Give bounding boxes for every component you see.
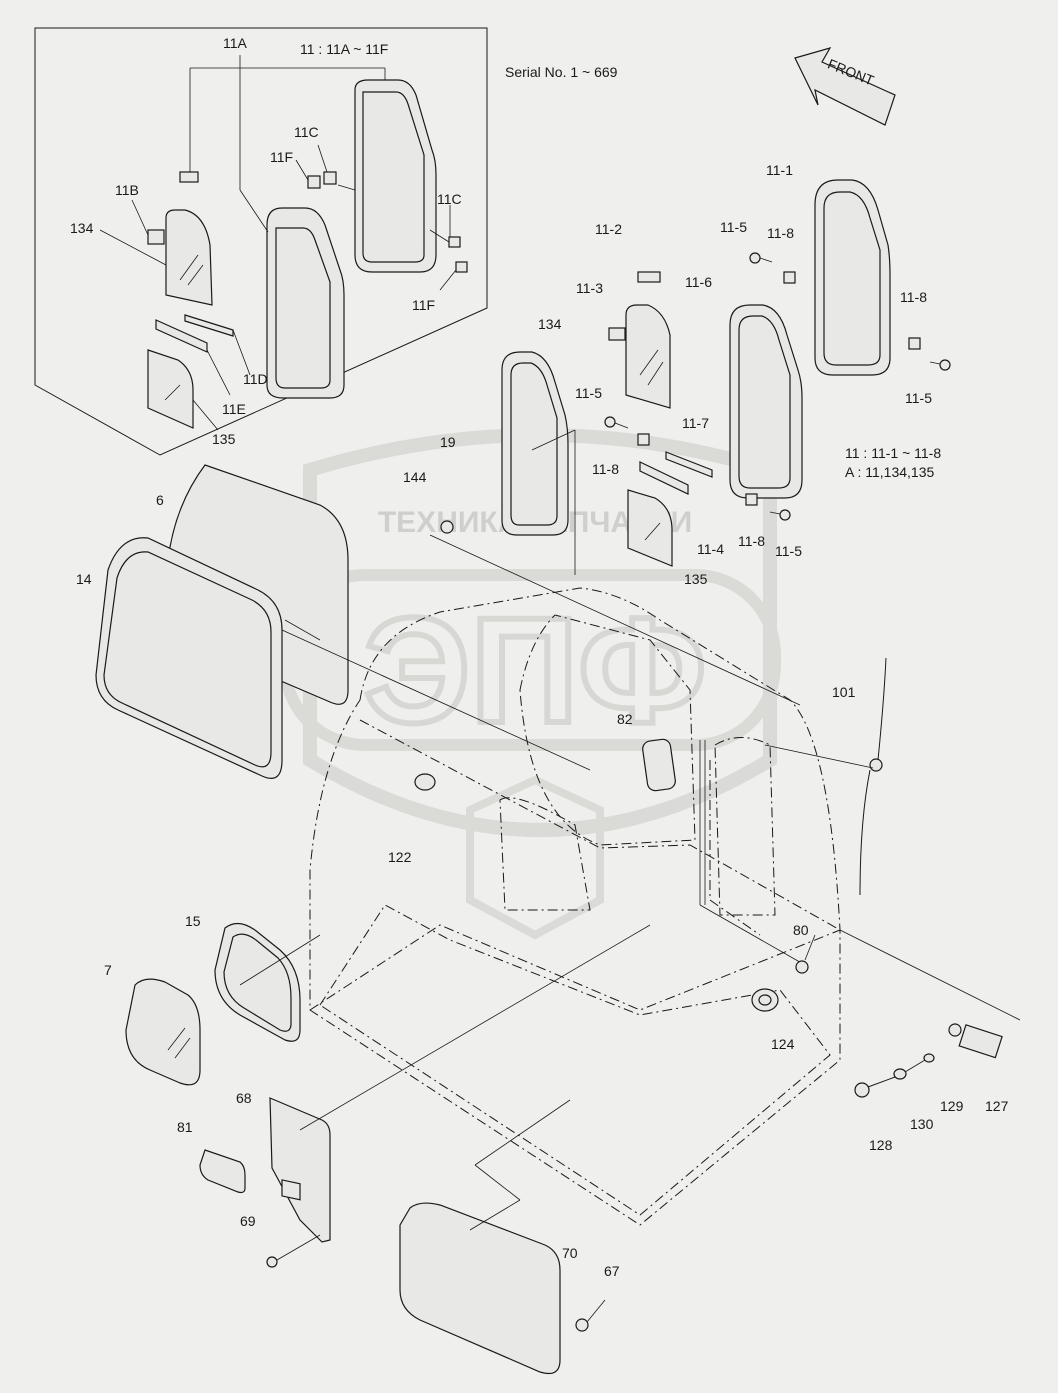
label-14: 14	[76, 571, 92, 587]
label-135-inset: 135	[212, 431, 236, 447]
label-129: 129	[940, 1098, 964, 1114]
serial-note: Serial No. 1 ~ 669	[505, 64, 618, 80]
label-144: 144	[403, 469, 427, 485]
label-range-inset: 11 : 11A ~ 11F	[300, 41, 388, 57]
cab-frame	[309, 587, 841, 1226]
label-11-5-a: 11-5	[720, 219, 747, 235]
label-11B: 11B	[115, 182, 139, 198]
set-note-line1: 11 : 11-1 ~ 11-8	[845, 445, 941, 461]
glass-134-main	[625, 304, 671, 409]
clip-11-3	[608, 327, 626, 341]
antenna-101	[764, 657, 887, 896]
set-note-line2: A : 11,134,135	[845, 464, 934, 480]
strip-11D-11E	[155, 314, 234, 353]
label-11F-2: 11F	[412, 297, 435, 313]
label-11-8-c: 11-8	[592, 461, 619, 477]
screw-11-5-parts	[604, 252, 951, 521]
label-11-3: 11-3	[576, 280, 603, 296]
label-19: 19	[440, 434, 456, 450]
label-122: 122	[388, 849, 412, 865]
label-6: 6	[156, 492, 164, 508]
inset-leaders	[99, 55, 457, 431]
label-68: 68	[236, 1090, 252, 1106]
label-11D: 11D	[243, 371, 268, 387]
window-frame-11D-small	[266, 207, 345, 399]
front-arrow: FRONT	[794, 47, 896, 126]
label-11-5-b: 11-5	[575, 385, 602, 401]
frame-14	[95, 537, 591, 779]
window-frame-19	[501, 351, 576, 575]
label-11-8-a: 11-8	[767, 225, 794, 241]
window-frame-15	[214, 922, 321, 1042]
window-frame-11-1	[814, 179, 891, 376]
seal-11C-11F-blocks	[307, 171, 468, 273]
glass-135-inset	[147, 349, 194, 429]
part-80	[795, 934, 816, 974]
label-70: 70	[562, 1245, 578, 1261]
glass-135-main	[627, 489, 673, 567]
label-11-8-b: 11-8	[900, 289, 927, 305]
seal-11-8-blocks	[637, 271, 921, 506]
bolt-128-washers	[854, 1053, 935, 1098]
label-82: 82	[617, 711, 633, 727]
label-69: 69	[240, 1213, 256, 1229]
label-134-main: 134	[538, 316, 562, 332]
label-67: 67	[604, 1263, 620, 1279]
cover-68	[269, 924, 651, 1243]
part-69	[266, 1234, 321, 1268]
callout-labels: 11 : 11A ~ 11F Serial No. 1 ~ 669 11A 11…	[70, 35, 1009, 1279]
label-134-inset: 134	[70, 220, 94, 236]
label-11-2: 11-2	[595, 221, 622, 237]
label-11-1: 11-1	[766, 162, 793, 178]
part-122	[414, 773, 436, 791]
label-11C-1: 11C	[294, 124, 319, 140]
label-130: 130	[910, 1116, 934, 1132]
label-11-5-c: 11-5	[905, 390, 932, 406]
window-frame-11-6	[729, 304, 803, 499]
label-11-5-d: 11-5	[775, 543, 802, 559]
grip-81	[199, 1149, 246, 1194]
screw-67	[575, 1299, 606, 1332]
strips-11-4-11-7	[639, 451, 713, 495]
label-11-7: 11-7	[682, 415, 709, 431]
label-135-main: 135	[684, 571, 708, 587]
label-11-8-d: 11-8	[738, 533, 765, 549]
label-11C-2: 11C	[437, 191, 462, 207]
label-11F-1: 11F	[270, 149, 293, 165]
label-11E: 11E	[222, 401, 246, 417]
label-81: 81	[177, 1119, 193, 1135]
label-11-6: 11-6	[685, 274, 712, 290]
clip-11-2	[637, 271, 661, 283]
latch-127	[839, 929, 1021, 1059]
window-frame-11F-large	[354, 79, 437, 273]
label-11A: 11A	[223, 35, 248, 51]
clip-11B	[147, 171, 199, 245]
label-11-4: 11-4	[697, 541, 724, 557]
label-101: 101	[832, 684, 856, 700]
glass-7	[125, 978, 201, 1086]
label-7: 7	[104, 962, 112, 978]
part-124	[751, 988, 779, 1012]
label-15: 15	[185, 913, 201, 929]
label-80: 80	[793, 922, 809, 938]
part-144	[429, 520, 801, 706]
watermark-logo: ЭПФ	[364, 586, 707, 754]
panel-70	[399, 1099, 571, 1375]
label-128: 128	[869, 1137, 893, 1153]
glass-134-inset	[165, 209, 213, 306]
label-124: 124	[771, 1036, 795, 1052]
part-82	[642, 738, 676, 792]
label-127: 127	[985, 1098, 1009, 1114]
